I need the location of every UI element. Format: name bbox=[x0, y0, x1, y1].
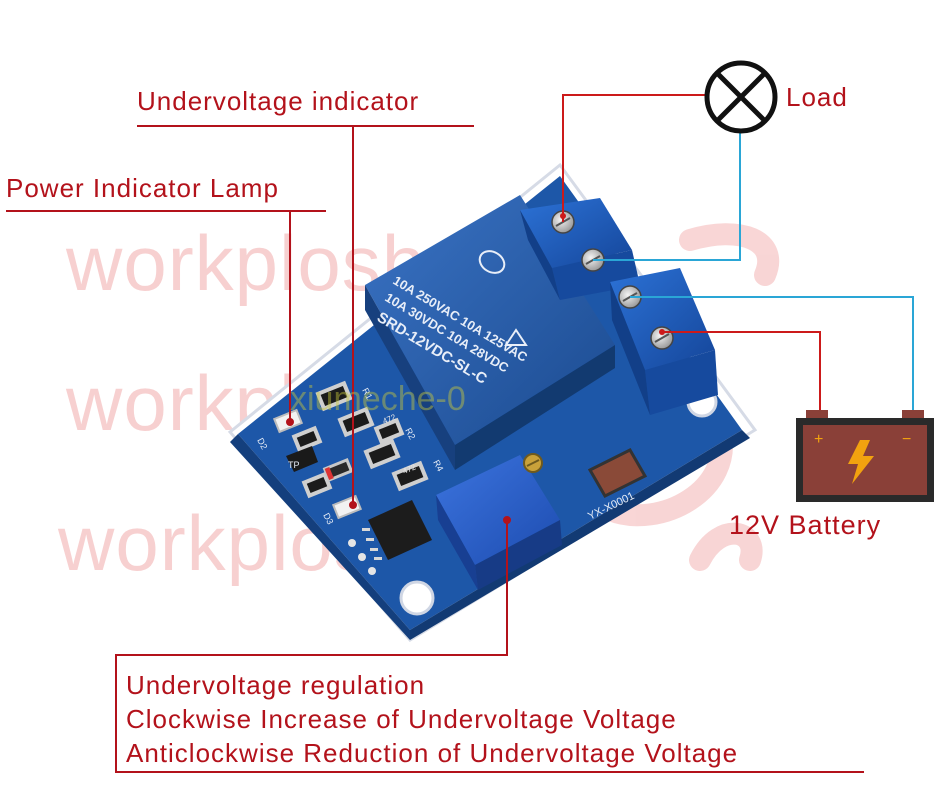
designator-label: D2 bbox=[255, 436, 269, 451]
terminal-block-power bbox=[610, 268, 718, 415]
blue-wire bbox=[630, 296, 914, 420]
regulation-title: Undervoltage regulation bbox=[126, 670, 426, 700]
blue-wire bbox=[593, 132, 741, 261]
lightning-bolt-icon bbox=[848, 440, 874, 484]
leader-lines bbox=[6, 125, 864, 773]
red-wire bbox=[662, 331, 821, 420]
undervoltage-regulation-block: Undervoltage regulation Clockwise Increa… bbox=[126, 668, 738, 770]
header-pins bbox=[348, 539, 376, 575]
wiring bbox=[562, 94, 914, 420]
battery-label: 12V Battery bbox=[729, 510, 882, 540]
potentiometer bbox=[436, 453, 562, 590]
red-wire bbox=[562, 94, 708, 222]
cqc-logo bbox=[478, 250, 506, 274]
transistor bbox=[286, 446, 318, 472]
power-indicator-lamp-label: Power Indicator Lamp bbox=[6, 173, 279, 203]
designator-label: R1 bbox=[360, 386, 374, 401]
regulation-clockwise: Clockwise Increase of Undervoltage Volta… bbox=[126, 704, 677, 734]
capacitor bbox=[587, 448, 648, 498]
designator-label: R4 bbox=[431, 458, 445, 473]
designator-label: TP bbox=[288, 460, 300, 470]
battery-icon: + − bbox=[796, 410, 934, 502]
undervoltage-indicator-label: Undervoltage indicator bbox=[137, 86, 420, 116]
lamp-cross-icon bbox=[704, 60, 778, 134]
battery-minus-sign: − bbox=[902, 431, 911, 448]
regulation-anticlockwise: Anticlockwise Reduction of Undervoltage … bbox=[126, 738, 739, 768]
ic-chip bbox=[368, 500, 432, 560]
mounting-hole bbox=[399, 580, 435, 616]
watermark-secondary: xiumeche-0 bbox=[290, 380, 466, 418]
battery-plus-sign: + bbox=[814, 431, 823, 448]
designator-label: R2 bbox=[403, 426, 417, 441]
designator-label: D3 bbox=[321, 511, 335, 526]
warning-triangle-icon bbox=[504, 328, 528, 346]
load-label: Load bbox=[786, 82, 848, 112]
